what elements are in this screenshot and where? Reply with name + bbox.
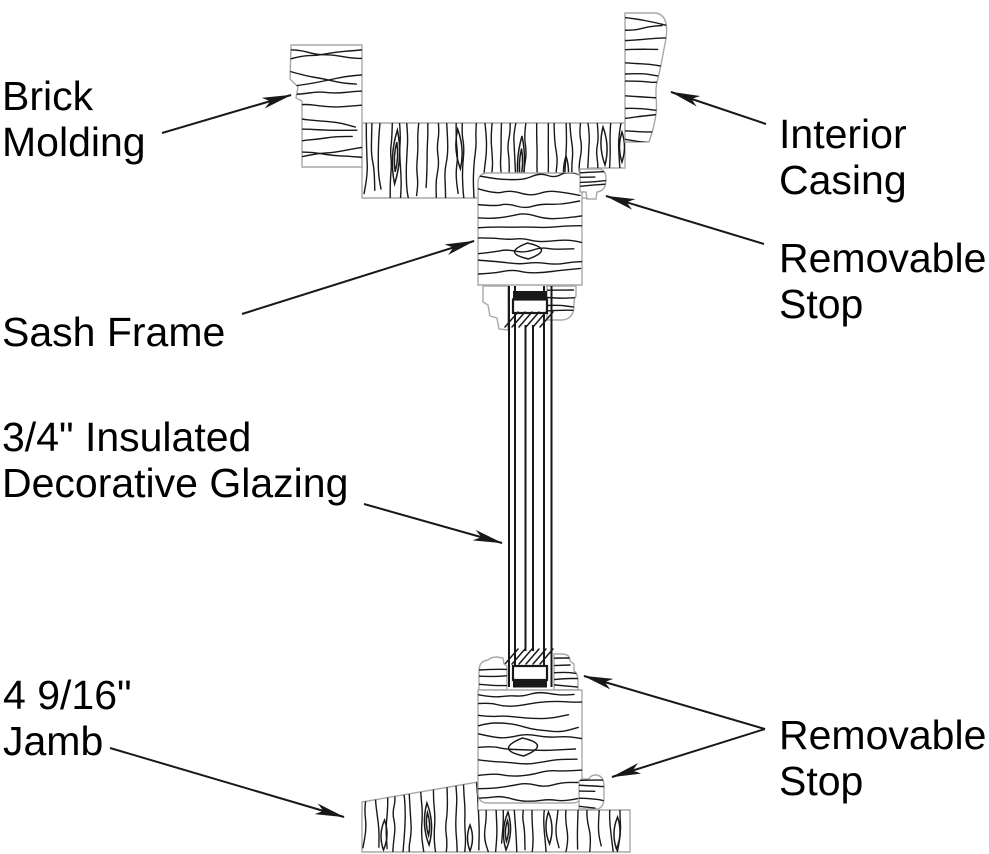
glazing-spacer-top (511, 291, 549, 315)
removable-stop-bottom-left-grain (479, 668, 507, 687)
label-removable-stop-top: Removable Stop (779, 235, 987, 327)
interior-casing-wood-grain (625, 16, 667, 142)
glazing-spacer-bottom (511, 664, 549, 688)
leader-arrow-removable-stop-upper (583, 675, 766, 730)
glazing-bead-right-part (546, 285, 577, 321)
sash-frame-bottom-wood-grain (478, 691, 582, 802)
label-insulated-glazing: 3/4" Insulated Decorative Glazing (2, 414, 349, 506)
leader-arrow-interior-casing (670, 91, 767, 125)
brick-molding-wood-grain (290, 48, 362, 162)
label-sash-frame: Sash Frame (2, 309, 226, 355)
sash-frame-top-part (477, 172, 583, 286)
leader-arrow-brick-molding (161, 94, 292, 134)
glazing-bead-right-grain (547, 289, 576, 312)
leader-arrow-removable-stop-lower (611, 728, 766, 778)
removable-stop-lower-right-part (578, 774, 605, 810)
glazing-bead-left-part (482, 285, 509, 331)
leader-arrow-removable-stop-top (605, 195, 765, 245)
leader-arrow-glazing (363, 503, 503, 544)
label-jamb: 4 9/16" Jamb (3, 672, 132, 764)
removable-stop-lower-right-grain (579, 779, 604, 809)
leader-arrow-sash-frame (241, 240, 475, 315)
leader-arrow-jamb (109, 747, 345, 818)
removable-stop-bottom-left-part (478, 656, 508, 691)
label-brick-molding: Brick Molding (2, 73, 146, 165)
leader-arrows (109, 91, 767, 818)
removable-stop-top-part (579, 168, 607, 200)
head-jamb-wood-grain (363, 123, 625, 198)
glazing-sealant-hatch-bottom (504, 648, 554, 665)
label-interior-casing: Interior Casing (779, 111, 907, 203)
interior-casing-part (624, 12, 668, 143)
glazing-glass-panes (508, 286, 553, 687)
label-removable-stop-bottom: Removable Stop (779, 712, 987, 804)
glazing-sealant-hatch-top (504, 311, 554, 328)
sash-frame-top-wood-grain (478, 173, 582, 275)
